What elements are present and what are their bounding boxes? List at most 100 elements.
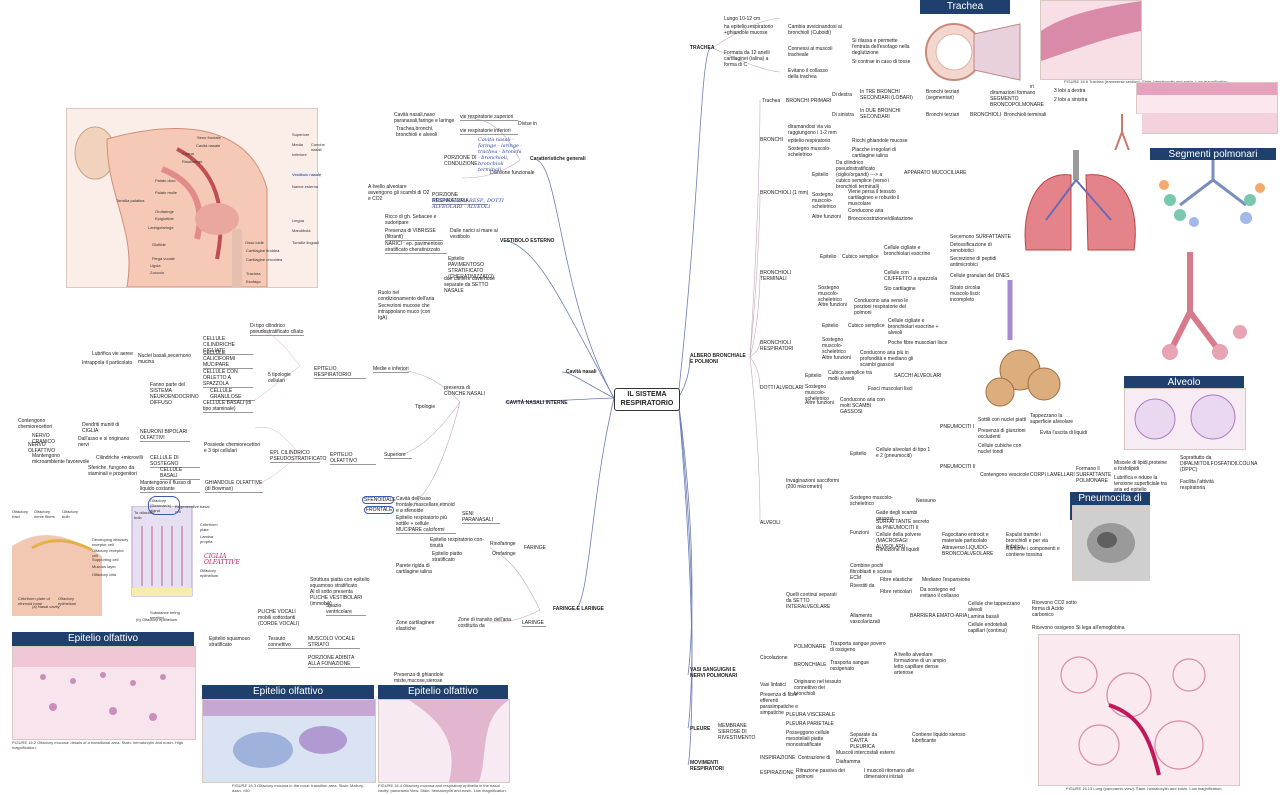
term-node-5[interactable]: Detossificazione di xenobiotici — [950, 242, 992, 254]
alv-node-42[interactable]: Ricevono ossigeno — [1032, 625, 1075, 631]
alv-node-22[interactable]: SURFATTANTE secreto da PNEUMOCITI II — [876, 519, 930, 531]
bronchi-node-18[interactable]: Placche irregolari di cartilagine ialina — [852, 147, 896, 159]
mov-node-4[interactable]: ESPIRAZIONE — [760, 770, 794, 776]
resp-node-8[interactable]: CELLULE BASALI (di tipo staminale) — [203, 400, 253, 413]
alv-node-25[interactable]: Espulsi tramite i bronchioli e per via l… — [1006, 532, 1048, 550]
term-node-10[interactable]: Sto cartilagine — [884, 286, 916, 292]
vest-node-4[interactable]: Epitelio PAVIMENTOSO STRATIFICATO (CHERA… — [448, 256, 494, 280]
alv-node-33[interactable]: Mediano l'espansione — [922, 577, 971, 583]
resp-node-0[interactable]: Ruolo nel condizionamento dell'aria — [378, 290, 435, 302]
char-node-2[interactable]: Trachea,bronchi, bronchioli e alveoli — [396, 126, 438, 138]
term-node-3[interactable]: Cellule cigliate e bronchiolari esocrine — [884, 245, 931, 257]
dotti-node-4[interactable]: Sostegno muscolo-scheletrico — [805, 384, 829, 402]
dotti-node-3[interactable]: SACCHI ALVEOLARI — [894, 373, 942, 379]
far-node-17[interactable]: Presenza di ghiandole miste,mucose,siero… — [394, 672, 444, 684]
bronchi-node-20[interactable]: Epitelio — [812, 172, 829, 178]
alv-node-3[interactable]: Cellule alveolari di tipo 1 e 2 (pneumoc… — [876, 447, 931, 459]
vasi-node-4[interactable]: Trasporta sangue ossigenato — [830, 660, 870, 672]
alv-node-9[interactable]: Cellule cubiche con nuclei tondi — [978, 443, 1022, 455]
bronchi-node-12[interactable]: Bronchioli terminali — [1004, 112, 1047, 118]
alv-node-4[interactable]: PNEUMOCITI I — [940, 424, 975, 430]
olf-node-14[interactable]: CELLULE BASALI — [160, 467, 200, 480]
bronchi-node-15[interactable]: epitelio respiratorio — [788, 138, 831, 144]
bronchi-node-7[interactable]: 2 lobi a sinistra — [1054, 97, 1088, 103]
alv-node-24[interactable]: Fagocitano entrocit e materiale particol… — [942, 532, 989, 544]
alv-node-10[interactable]: PNEUMOCITI II — [940, 464, 976, 470]
alv-node-31[interactable]: Rivestiti da — [850, 583, 875, 589]
respb-node-3[interactable]: Cellule cigliate e bronchiolari esocrine… — [888, 318, 939, 336]
dotti-node-5[interactable]: Fasci muscolari lisci — [868, 386, 913, 392]
bronchi-node-13[interactable]: BRONCHI — [760, 137, 784, 143]
resp-node-9[interactable]: 5 tipologie cellulari — [268, 372, 291, 384]
alv-node-7[interactable]: Presenza di giunzioni occludenti — [978, 428, 1026, 440]
topic-trachea[interactable]: TRACHEA — [690, 45, 715, 51]
mov-node-1[interactable]: Contrazione di — [798, 755, 831, 761]
vasi-node-1[interactable]: POLMONARE — [794, 644, 826, 650]
term-node-0[interactable]: BRONCHIOLI TERMINALI — [760, 270, 792, 282]
alv-node-11[interactable]: Miscele di lipidi,proteine e fosfolipidi — [1114, 460, 1168, 472]
trachea-node-6[interactable]: Si contrae in caso di tosse — [852, 59, 911, 65]
alv-node-38[interactable]: Cellule che tappezzano alveoli — [968, 601, 1020, 613]
alv-node-36[interactable]: Allamento vascolarizzati — [850, 613, 881, 625]
alv-node-39[interactable]: Ricevono CO2 sotto forma di Acido carbon… — [1032, 600, 1077, 618]
olf-node-16[interactable]: GHIANDOLE OLFATTIVE (di Bowman) — [205, 480, 263, 493]
far-node-2[interactable]: Epitelio piatto stratificato — [432, 551, 463, 563]
topic-vestibolo[interactable]: VESTIBOLO ESTERNO — [500, 238, 555, 244]
bronchi-node-27[interactable]: Broncocostrizione/dilatazione — [848, 216, 914, 222]
bronchi-node-4[interactable]: Bronchi terziari (segmentari) — [926, 89, 960, 101]
respb-node-5[interactable]: Poche fibre muscolari lisce — [888, 340, 948, 346]
olf-node-1[interactable]: Dendriti muniti di CIGLIA — [82, 422, 120, 434]
term-node-13[interactable]: Conducono aria verso le porzioni respira… — [854, 298, 909, 316]
term-node-4[interactable]: Secernono SURFATTANTE — [950, 234, 1011, 240]
vasi-node-7[interactable]: Originano nel tessuto connettivo dei bro… — [794, 679, 842, 697]
alv-node-17[interactable]: Facilita l'attività respiratoria — [1180, 479, 1214, 491]
bronchi-node-22[interactable]: APPARATO MUCOCILIARE — [904, 170, 967, 176]
seni-node-2[interactable]: FRONTALE — [364, 506, 394, 514]
far-node-6[interactable]: Struttura piatta con epitelio squamoso s… — [310, 577, 370, 589]
alv-node-35[interactable]: Da sostegno ed evitano il collasso — [920, 587, 960, 599]
dotti-node-0[interactable]: DOTTI ALVEOLARI — [760, 385, 804, 391]
term-node-1[interactable]: Epitelio — [820, 254, 837, 260]
topic-faringe-laringe[interactable]: FARINGE E LARINGE — [553, 606, 604, 612]
vasi-node-0[interactable]: Circolazione — [760, 655, 788, 661]
central-topic[interactable]: IL SISTEMA RESPIRATORIO — [614, 388, 680, 411]
olf-node-9[interactable]: Superiore — [384, 452, 412, 459]
trachea-node-7[interactable]: Evitano il collasso della trachea — [788, 68, 828, 80]
alv-node-1[interactable]: Invaginazioni sacciformi (200 micrometri… — [786, 478, 840, 490]
olf-node-6[interactable]: Possiede chemiorecettori e 3 tipi cellul… — [204, 442, 261, 454]
alv-node-21[interactable]: Gade degli scambi gassosi — [876, 510, 918, 522]
vasi-node-5[interactable]: A livello alveolare formazione di un amp… — [894, 652, 946, 676]
alv-node-18[interactable]: Sostegno muscolo-scheletrico — [850, 495, 893, 507]
alv-node-16[interactable]: Lubrifica e riduce la tensione superfici… — [1114, 475, 1167, 493]
topic-albero[interactable]: ALBERO BRONCHIALE E POLMONI — [690, 353, 746, 365]
pleure-node-5[interactable]: Contiene liquido sieroso lubrificante — [912, 732, 966, 744]
alv-node-29[interactable]: Quelli continui separati da SETTO INTERA… — [786, 592, 837, 610]
olf-node-15[interactable]: Mantengono il flusso di liquido costante — [140, 480, 200, 493]
respb-node-6[interactable]: Altre funzioni — [822, 355, 851, 361]
olf-node-4[interactable]: Dall'asso e si originano nervi — [78, 436, 130, 448]
bronchi-node-10[interactable]: Bronchi terziari — [926, 112, 960, 118]
alv-node-34[interactable]: Fibre reticolari — [880, 589, 912, 595]
trachea-node-4[interactable]: Connessi ai muscoli tracheale — [788, 46, 833, 58]
topic-movimenti[interactable]: MOVIMENTI RESPIRATORI — [690, 760, 724, 772]
far-node-10[interactable]: Zone cartilaginee elastiche — [396, 620, 435, 632]
far-node-15[interactable]: MUSCOLO VOCALE STRIATO — [308, 636, 360, 649]
bronchi-node-24[interactable]: Viene persa il tessuto cartilagineo e ro… — [848, 189, 900, 207]
resp-node-16[interactable]: presenza di CONCHE NASALI — [444, 385, 485, 397]
dotti-node-7[interactable]: Conducono aria con molti SCAMBI GASSOSI — [840, 397, 885, 415]
far-node-5[interactable]: Parete rigida di cartilagine ialina — [396, 563, 432, 575]
term-node-12[interactable]: Altre funzioni — [818, 302, 847, 308]
resp-node-3[interactable]: CELLULE CILINDRICHE CIGLIATE — [203, 336, 253, 355]
alv-node-12[interactable]: Soprattutto da DIPALMITOILFOSFATIDILCOLI… — [1180, 455, 1258, 473]
char-node-8[interactable]: PORZIONE RESPIRATORIA — [432, 192, 488, 205]
topic-cavita-nasali[interactable]: Cavità nasali — [566, 369, 597, 375]
alv-node-41[interactable]: Cellule endoteliali capillari (continui) — [968, 622, 1008, 634]
pleure-node-3[interactable]: Posseggono cellule mesoteliali piatte mo… — [786, 730, 830, 748]
dotti-node-2[interactable]: Cubico semplice tra molti alveoli — [828, 370, 872, 382]
far-node-11[interactable]: Zone di transito dell'aria costituita da — [458, 617, 511, 629]
respb-node-0[interactable]: BRONCHIOLI RESPIRATORI — [760, 340, 794, 352]
bronchi-node-26[interactable]: Conducono aria — [848, 208, 884, 214]
alv-node-19[interactable]: Nessuno — [916, 498, 936, 504]
topic-vasi[interactable]: VASI SANGUIGNI E NERVI POLMONARI — [690, 667, 738, 679]
trachea-node-0[interactable]: Lungo 10-12 cm — [724, 16, 761, 22]
